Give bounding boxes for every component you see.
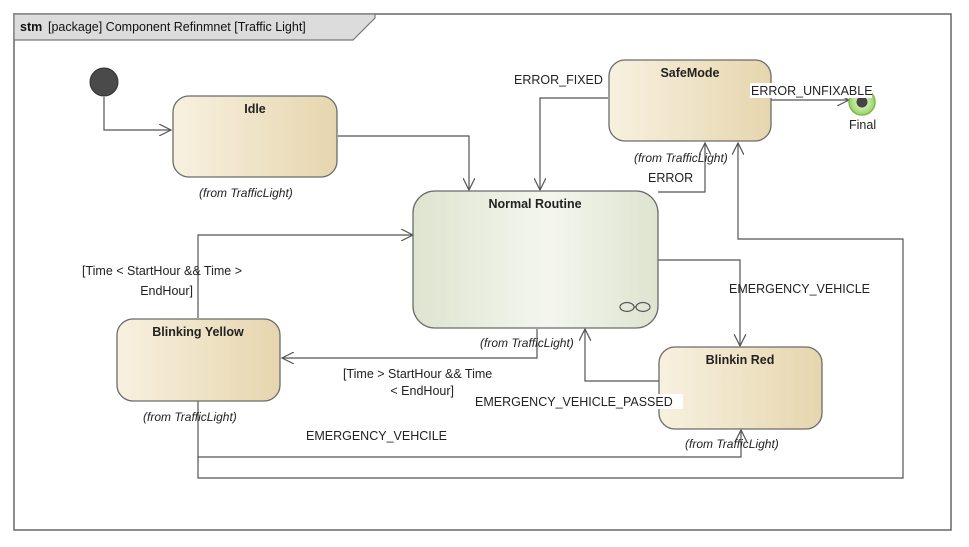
edge-emergency-vehcile[interactable]: [197, 401, 741, 458]
label-error-unfixable: ERROR_UNFIXABLE: [751, 84, 873, 98]
state-blinkin-red-from: (from TrafficLight): [685, 437, 779, 451]
state-safe-mode-name: SafeMode: [660, 66, 719, 80]
label-guard-to-normal-line1: [Time < StartHour && Time >: [82, 264, 242, 278]
label-emergency-vehicle-passed-bg: [473, 394, 683, 409]
edge-idle-to-normal[interactable]: [338, 135, 469, 190]
state-normal-routine-name: Normal Routine: [488, 197, 581, 211]
initial-node[interactable]: [89, 67, 119, 97]
transitions: [103, 97, 904, 479]
state-safe-mode-from: (from TrafficLight): [634, 151, 728, 165]
label-guard-to-yellow-line1: [Time > StartHour && Time: [343, 367, 492, 381]
composite-state-icon: [619, 301, 651, 313]
edge-guard-to-yellow[interactable]: [282, 329, 538, 358]
final-node-label: Final: [849, 118, 876, 132]
edge-guard-to-normal[interactable]: [197, 235, 413, 318]
state-blinking-yellow[interactable]: Blinking Yellow: [116, 318, 281, 402]
state-normal-routine[interactable]: Normal Routine: [412, 190, 659, 329]
label-guard-to-normal-line2: EndHour]: [140, 284, 193, 298]
label-emergency-vehcile: EMERGENCY_VEHCILE: [306, 429, 447, 443]
edge-initial-to-idle[interactable]: [103, 97, 171, 130]
label-guard-to-yellow-line2: < EndHour]: [390, 384, 454, 398]
edge-error[interactable]: [658, 143, 705, 193]
edge-error-fixed[interactable]: [540, 97, 608, 190]
label-error-unfixable-bg: [750, 83, 872, 98]
state-blinkin-red-name: Blinkin Red: [706, 353, 775, 367]
edge-emergency-vehicle-passed[interactable]: [585, 329, 659, 382]
frame-keyword: stm: [20, 20, 42, 34]
edge-yellow-to-safemode[interactable]: [197, 143, 904, 479]
label-error: ERROR: [648, 171, 693, 185]
frame-header-tab: [13, 13, 376, 41]
label-emergency-vehicle: EMERGENCY_VEHICLE: [729, 282, 870, 296]
label-emergency-vehicle-passed: EMERGENCY_VEHICLE_PASSED: [475, 395, 673, 409]
state-safe-mode[interactable]: SafeMode: [608, 59, 772, 142]
state-blinkin-red[interactable]: Blinkin Red: [658, 346, 823, 430]
edge-emergency-vehicle[interactable]: [658, 259, 740, 346]
label-error-fixed: ERROR_FIXED: [514, 73, 603, 87]
state-idle-name: Idle: [244, 102, 266, 116]
frame-title: [package] Component Refinmnet [Traffic L…: [48, 20, 306, 34]
state-idle-from: (from TrafficLight): [199, 186, 293, 200]
state-idle[interactable]: Idle: [172, 95, 338, 178]
state-blinking-yellow-name: Blinking Yellow: [152, 325, 244, 339]
state-blinking-yellow-from: (from TrafficLight): [143, 410, 237, 424]
state-normal-routine-from: (from TrafficLight): [480, 336, 574, 350]
